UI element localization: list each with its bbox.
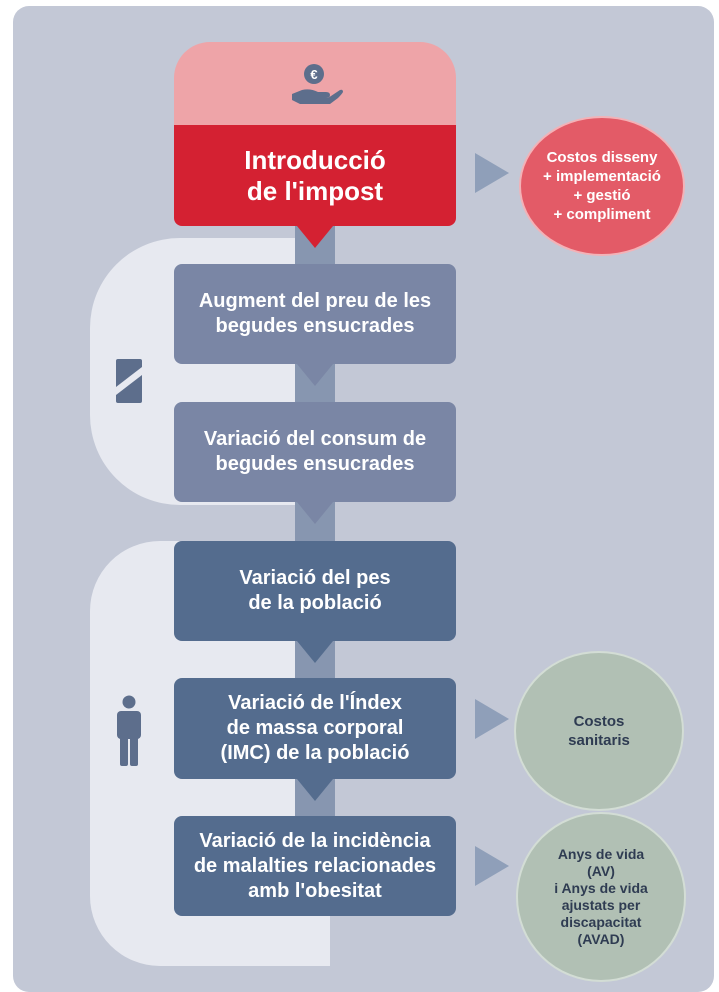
step-price-increase: Augment del preu de les begudes ensucrad… xyxy=(174,264,456,364)
step4-down-arrow xyxy=(297,779,333,801)
step-consumption-change: Variació del consum de begudes ensucrade… xyxy=(174,402,456,502)
step-weight-change: Variació del pes de la població xyxy=(174,541,456,641)
outcome-life-years: Anys de vida (AV) i Anys de vida ajustat… xyxy=(516,812,686,982)
svg-text:€: € xyxy=(310,67,317,82)
step2-down-arrow xyxy=(297,502,333,524)
step-disease-incidence: Variació de la incidència de malalties r… xyxy=(174,816,456,916)
arrow-to-health-costs xyxy=(475,699,509,739)
step-intro-tax: Introducció de l'impost xyxy=(174,125,456,226)
slash-card-icon xyxy=(114,357,144,405)
outcome-health-costs: Costos sanitaris xyxy=(514,651,684,811)
hand-coin-euro-icon: € xyxy=(288,60,344,108)
intro-down-arrow xyxy=(297,226,333,248)
arrow-to-life-years xyxy=(475,846,509,886)
arrow-to-costs-design xyxy=(475,153,509,193)
person-icon xyxy=(115,695,143,767)
step-bmi-change: Variació de l'Índex de massa corporal (I… xyxy=(174,678,456,779)
step3-down-arrow xyxy=(297,641,333,663)
step1-down-arrow xyxy=(297,364,333,386)
outcome-costs-design: Costos disseny + implementació + gestió … xyxy=(519,116,685,256)
